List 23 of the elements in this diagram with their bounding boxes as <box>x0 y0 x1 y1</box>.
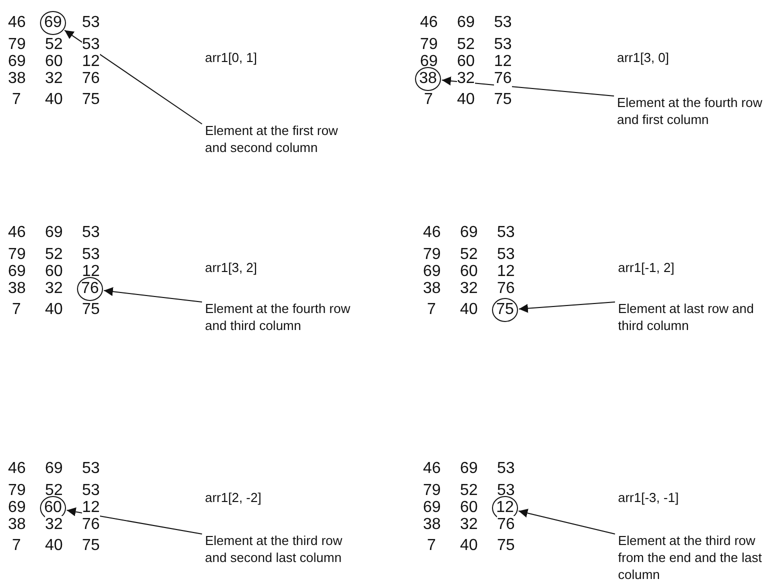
annotation-text: Element at the third row from the end and the last column <box>618 532 766 583</box>
index-expression: arr1[-3, -1] <box>618 490 679 506</box>
index-expression: arr1[3, 2] <box>205 260 258 276</box>
index-expression: arr1[0, 1] <box>205 50 258 66</box>
annotation-text: Element at the third row and second last column <box>205 532 353 566</box>
leader-arrow <box>518 508 616 534</box>
annotation-text: Element at the fourth row and third column <box>205 300 353 334</box>
index-expression: arr1[-1, 2] <box>618 260 674 276</box>
annotation-text: Element at the fourth row and first column <box>617 94 765 128</box>
index-expression: arr1[3, 0] <box>617 50 670 66</box>
matrix-value: 12 <box>82 499 100 517</box>
leader-arrow <box>64 30 202 124</box>
matrix-value: 76 <box>494 70 512 88</box>
leader-arrow <box>103 287 202 302</box>
matrix-value: 53 <box>82 36 100 54</box>
annotation-text: Element at last row and third column <box>618 300 766 334</box>
index-expression: arr1[2, -2] <box>205 490 262 506</box>
circled-number: 69 <box>40 11 66 35</box>
leader-arrow <box>518 302 616 313</box>
leader-arrow <box>441 76 614 96</box>
circled-number: 75 <box>492 298 518 322</box>
annotation-text: Element at the first row and second column <box>205 122 353 156</box>
leader-arrow <box>66 507 202 534</box>
